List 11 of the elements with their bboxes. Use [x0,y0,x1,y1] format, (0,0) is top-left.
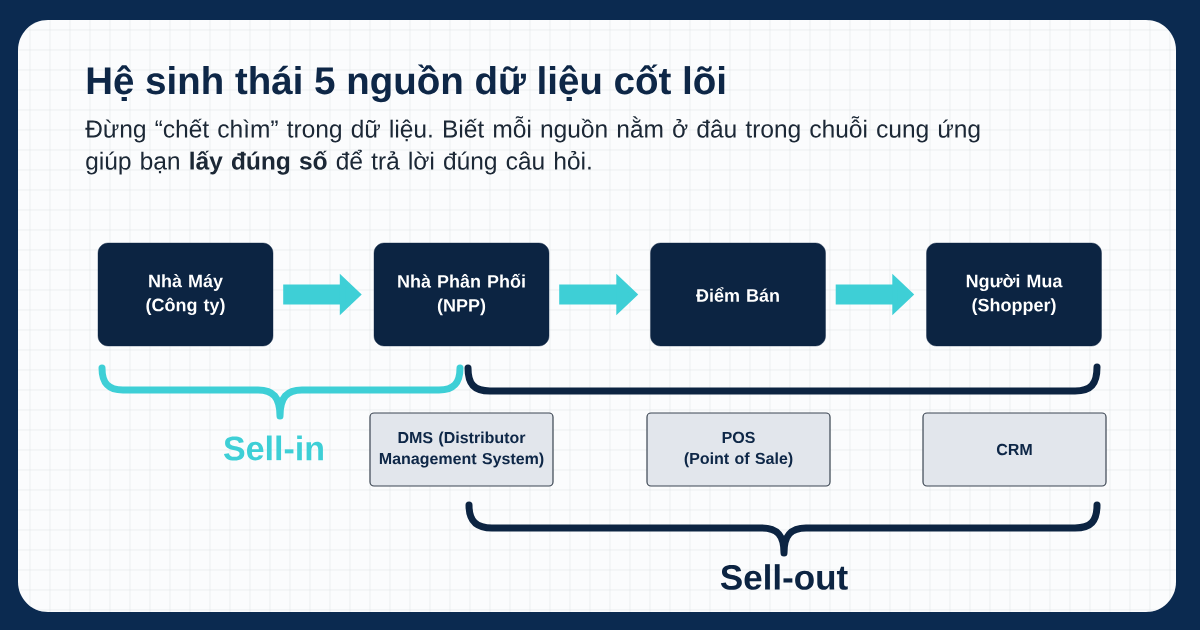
section-label: Sell-in [223,435,323,461]
section-label: Sell-out [720,564,848,590]
stage-box: Người Mua (Shopper) [926,242,1102,347]
stage-box: Nhà Phân Phối (NPP) [373,242,550,347]
data-source-box: DMS (Distributor Management System) [369,412,554,487]
stage-box: Điểm Bán [650,242,826,347]
data-source-box: CRM [922,412,1107,487]
title: Hệ sinh thái 5 nguồn dữ liệu cốt lõi [87,64,725,103]
subtitle: Đừng “chết chìm” trong dữ liệu. Biết mỗi nguồn nằm ở đâu trong chuỗi cung ứng giúp bạn lấy đúng số để trả lời đúng câu hỏi. [85,116,980,175]
stage-box: Nhà Máy (Công ty) [97,242,274,347]
data-source-box: POS (Point of Sale) [646,412,831,487]
